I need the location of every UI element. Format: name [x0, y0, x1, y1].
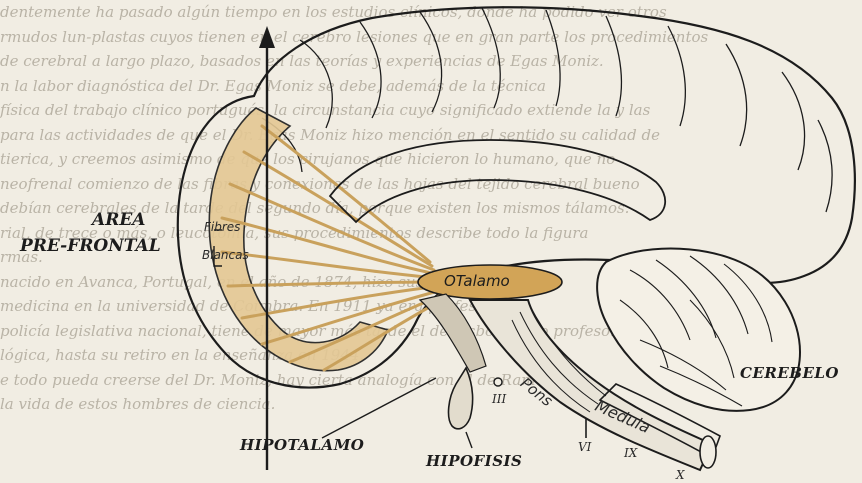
label-nerve-x: X	[676, 468, 685, 482]
label-area: AREA	[92, 210, 145, 230]
corpus-callosum	[330, 140, 665, 222]
cortex-sulci	[262, 8, 832, 212]
label-fibres: Fibres	[204, 220, 240, 234]
label-talamo: OTalamo	[444, 272, 510, 290]
nerve-iii-marker	[494, 378, 502, 386]
label-nerve-ix: IX	[624, 446, 637, 460]
label-nerve-iii: III	[492, 392, 506, 406]
label-pre-frontal: PRE-FRONTAL	[20, 236, 161, 256]
label-hipotalamo: HIPOTALAMO	[240, 436, 364, 454]
cut-line-arrowhead	[259, 26, 275, 48]
label-blancas: Blancas	[202, 248, 249, 262]
label-cerebelo: CEREBELO	[740, 364, 839, 382]
spinal-cord-end	[700, 436, 716, 468]
pituitary-gland	[449, 368, 473, 429]
label-nerve-vi: VI	[578, 440, 591, 454]
label-hipofisis: HIPOFISIS	[426, 452, 522, 470]
